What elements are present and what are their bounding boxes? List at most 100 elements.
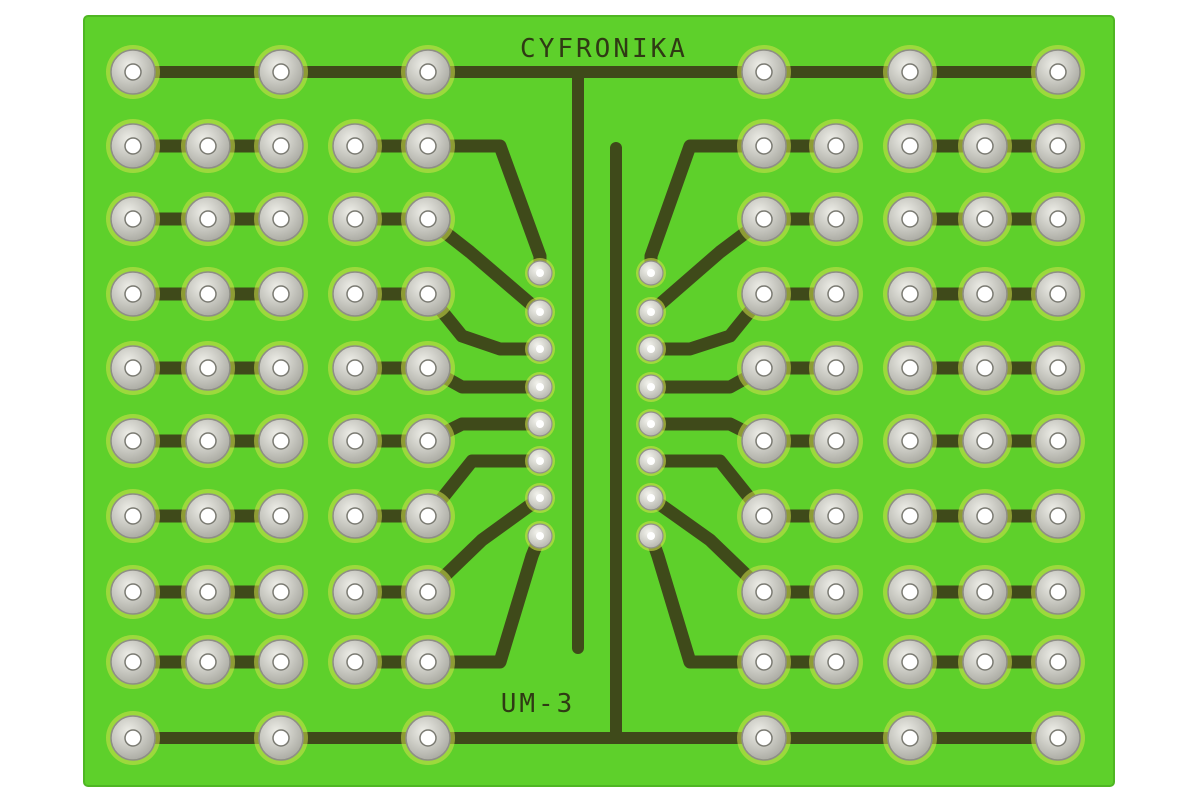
pad-r4-r1-hole <box>755 359 773 377</box>
pad-r4-l1-hole <box>124 359 142 377</box>
pad-r1-r2-hole <box>827 137 845 155</box>
smd-pad-left-7-hole <box>536 494 544 502</box>
pad-r6-r4-hole <box>976 507 994 525</box>
pad-r3-l2-hole <box>199 285 217 303</box>
pad-r8-r3-hole <box>901 653 919 671</box>
smd-pad-left-1-hole <box>536 269 544 277</box>
pad-r3-l1-hole <box>124 285 142 303</box>
pad-r3-r1-hole <box>755 285 773 303</box>
pad-r5-r4-hole <box>976 432 994 450</box>
top-bus-pad-5-hole <box>901 63 919 81</box>
pad-r6-l3-hole <box>272 507 290 525</box>
pad-r1-r1-hole <box>755 137 773 155</box>
pad-r2-r5-hole <box>1049 210 1067 228</box>
smd-pad-right-1-hole <box>647 269 655 277</box>
bottom-bus-pad-3-hole <box>419 729 437 747</box>
pad-r8-l2-hole <box>199 653 217 671</box>
pad-r2-r2-hole <box>827 210 845 228</box>
pad-r5-l2-hole <box>199 432 217 450</box>
pad-r5-l1-hole <box>124 432 142 450</box>
pad-r3-r2-hole <box>827 285 845 303</box>
smd-pad-right-8-hole <box>647 532 655 540</box>
pad-r3-l5-hole <box>419 285 437 303</box>
pad-r3-r4-hole <box>976 285 994 303</box>
pad-r5-l4-hole <box>346 432 364 450</box>
pad-r3-r5-hole <box>1049 285 1067 303</box>
pad-r4-r5-hole <box>1049 359 1067 377</box>
model-label: UM-3 <box>501 689 576 719</box>
pad-r7-r1-hole <box>755 583 773 601</box>
pad-r8-l3-hole <box>272 653 290 671</box>
smd-pads <box>527 260 664 549</box>
pad-r7-r3-hole <box>901 583 919 601</box>
pad-r6-r5-hole <box>1049 507 1067 525</box>
pad-r3-l4-hole <box>346 285 364 303</box>
pad-r2-l1-hole <box>124 210 142 228</box>
pad-r7-l1-hole <box>124 583 142 601</box>
bottom-bus-pad-2-hole <box>272 729 290 747</box>
pad-r8-l4-hole <box>346 653 364 671</box>
pad-r8-r5-hole <box>1049 653 1067 671</box>
pad-r8-r4-hole <box>976 653 994 671</box>
pad-r3-r3-hole <box>901 285 919 303</box>
smd-pad-right-6-hole <box>647 457 655 465</box>
pad-r6-r2-hole <box>827 507 845 525</box>
pad-r7-l5-hole <box>419 583 437 601</box>
pad-r1-l4-hole <box>346 137 364 155</box>
left-fanout-trace-3 <box>421 287 547 356</box>
bottom-bus-pad-4-hole <box>755 729 773 747</box>
pad-r3-l3-hole <box>272 285 290 303</box>
smd-pad-left-2-hole <box>536 308 544 316</box>
pad-r7-r4-hole <box>976 583 994 601</box>
pad-r1-l3-hole <box>272 137 290 155</box>
pad-r7-r5-hole <box>1049 583 1067 601</box>
pad-r7-l3-hole <box>272 583 290 601</box>
smd-pad-right-3-hole <box>647 345 655 353</box>
top-bus-pad-3-hole <box>419 63 437 81</box>
brand-label: CYFRONIKA <box>520 34 688 64</box>
pad-r8-l1-hole <box>124 653 142 671</box>
pad-r2-r3-hole <box>901 210 919 228</box>
pad-r5-r1-hole <box>755 432 773 450</box>
pad-r2-l2-hole <box>199 210 217 228</box>
pad-r7-l2-hole <box>199 583 217 601</box>
pad-r8-r2-hole <box>827 653 845 671</box>
pad-r5-r2-hole <box>827 432 845 450</box>
top-bus-pad-4-hole <box>755 63 773 81</box>
pad-r2-l4-hole <box>346 210 364 228</box>
smd-pad-right-5-hole <box>647 420 655 428</box>
right-fanout-trace-3 <box>644 287 771 356</box>
pad-r5-l5-hole <box>419 432 437 450</box>
pad-r2-r1-hole <box>755 210 773 228</box>
smd-pad-left-5-hole <box>536 420 544 428</box>
pad-r2-r4-hole <box>976 210 994 228</box>
pad-r6-r1-hole <box>755 507 773 525</box>
pad-r1-r4-hole <box>976 137 994 155</box>
top-bus-pad-2-hole <box>272 63 290 81</box>
pad-r6-l4-hole <box>346 507 364 525</box>
pad-r1-l2-hole <box>199 137 217 155</box>
smd-pad-right-7-hole <box>647 494 655 502</box>
pad-r1-r3-hole <box>901 137 919 155</box>
pad-r5-r5-hole <box>1049 432 1067 450</box>
pad-r2-l3-hole <box>272 210 290 228</box>
pad-r6-r3-hole <box>901 507 919 525</box>
smd-pad-right-4-hole <box>647 383 655 391</box>
pad-r4-l4-hole <box>346 359 364 377</box>
pad-r4-l5-hole <box>419 359 437 377</box>
pad-r1-l5-hole <box>419 137 437 155</box>
pad-r1-l1-hole <box>124 137 142 155</box>
bottom-bus-pad-5-hole <box>901 729 919 747</box>
through-hole-pads <box>110 49 1081 761</box>
pad-r8-l5-hole <box>419 653 437 671</box>
pad-r4-l3-hole <box>272 359 290 377</box>
pad-r4-r4-hole <box>976 359 994 377</box>
top-bus-pad-1-hole <box>124 63 142 81</box>
smd-pad-right-2-hole <box>647 308 655 316</box>
pad-r2-l5-hole <box>419 210 437 228</box>
pad-r6-l2-hole <box>199 507 217 525</box>
bottom-bus-pad-1-hole <box>124 729 142 747</box>
bottom-bus-pad-6-hole <box>1049 729 1067 747</box>
smd-pad-left-3-hole <box>536 345 544 353</box>
